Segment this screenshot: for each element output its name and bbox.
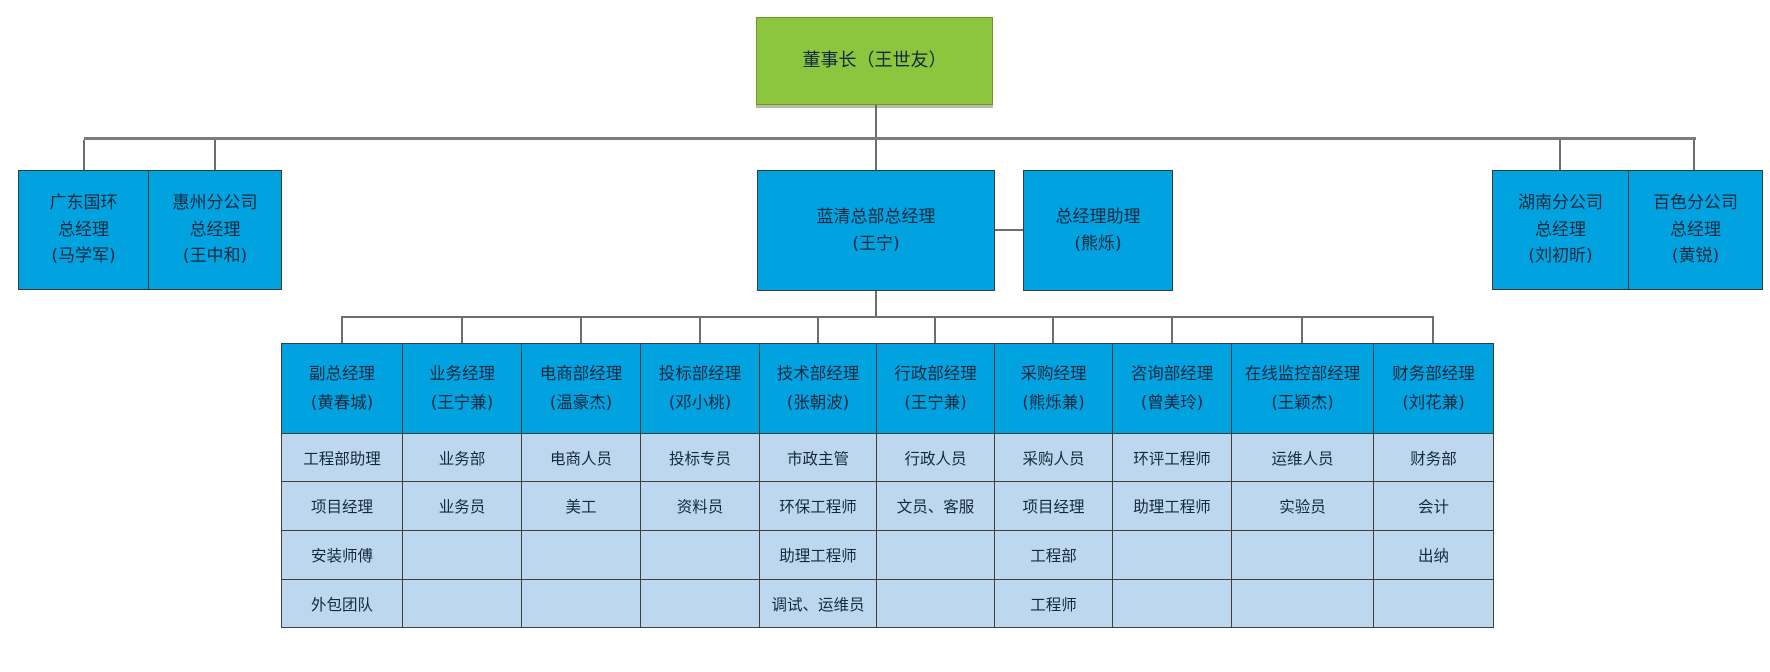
- connector-dept-rail: [341, 316, 1434, 318]
- department-header-box: 副总经理 (黄春城): [281, 343, 403, 434]
- staff-cell: 安装师傅: [281, 530, 403, 580]
- staff-cell: 业务部: [402, 433, 522, 482]
- staff-cell: 环评工程师: [1112, 433, 1232, 482]
- staff-cell: 运维人员: [1231, 433, 1374, 482]
- connector-drop-hunan: [1559, 140, 1561, 171]
- connector-dept-drop: [340, 317, 343, 344]
- staff-cell: [521, 530, 641, 580]
- department-header-box: 在线监控部经理 (王颖杰): [1231, 343, 1374, 434]
- staff-cell: 环保工程师: [759, 481, 877, 531]
- staff-cell: 工程部: [994, 530, 1113, 580]
- exec-box-guangdong-guohuan: 广东国环 总经理 (马学军): [18, 170, 149, 290]
- staff-cell: [402, 579, 522, 628]
- department-header-box: 采购经理 (熊烁兼): [994, 343, 1113, 434]
- staff-cell: 助理工程师: [1112, 481, 1232, 531]
- department-header-box: 财务部经理 (刘花兼): [1373, 343, 1494, 434]
- connector-chairman-stem: [875, 105, 877, 139]
- staff-cell: [640, 530, 760, 580]
- department-header-box: 电商部经理 (温豪杰): [521, 343, 641, 434]
- connector-dept-drop: [1432, 317, 1434, 344]
- connector-dept-drop: [816, 317, 819, 344]
- staff-cell: 文员、客服: [876, 481, 995, 531]
- connector-drop-baise: [1693, 140, 1695, 171]
- staff-cell: [1112, 530, 1232, 580]
- staff-cell: 调试、运维员: [759, 579, 877, 628]
- connector-level2-rail: [84, 137, 1696, 140]
- staff-cell: 业务员: [402, 481, 522, 531]
- connector-dept-drop: [934, 317, 936, 344]
- staff-cell: 工程师: [994, 579, 1113, 628]
- connector-dept-drop: [1301, 317, 1303, 344]
- staff-cell: [1373, 579, 1494, 628]
- staff-cell: 资料员: [640, 481, 760, 531]
- staff-cell: 投标专员: [640, 433, 760, 482]
- department-header-box: 业务经理 (王宁兼): [402, 343, 522, 434]
- connector-dept-drop: [1052, 317, 1054, 344]
- staff-cell: [1231, 530, 1374, 580]
- chairman-box: 董事长（王世友）: [756, 17, 993, 105]
- staff-cell: [1231, 579, 1374, 628]
- department-header-box: 投标部经理 (邓小桃): [640, 343, 760, 434]
- staff-cell: 工程部助理: [281, 433, 403, 482]
- staff-cell: 市政主管: [759, 433, 877, 482]
- department-header-box: 咨询部经理 (曾美玲): [1112, 343, 1232, 434]
- connector-dept-drop: [460, 317, 463, 344]
- exec-box-baise-branch: 百色分公司 总经理 (黄锐): [1628, 170, 1763, 290]
- exec-box-hunan-branch: 湖南分公司 总经理 (刘初昕): [1492, 170, 1629, 290]
- staff-cell: 项目经理: [994, 481, 1113, 531]
- exec-box-huizhou-branch: 惠州分公司 总经理 (王中和): [148, 170, 282, 290]
- connector-lanqing-stem: [875, 290, 877, 318]
- staff-cell: [1112, 579, 1232, 628]
- staff-cell: 采购人员: [994, 433, 1113, 482]
- staff-cell: [402, 530, 522, 580]
- staff-cell: [640, 579, 760, 628]
- staff-cell: [521, 579, 641, 628]
- staff-cell: 美工: [521, 481, 641, 531]
- staff-cell: 项目经理: [281, 481, 403, 531]
- department-header-box: 技术部经理 (张朝波): [759, 343, 877, 434]
- staff-cell: 实验员: [1231, 481, 1374, 531]
- connector-dept-drop: [698, 317, 701, 344]
- staff-cell: [876, 530, 995, 580]
- connector-drop-huizhou: [214, 140, 216, 171]
- exec-box-lanqing-hq: 蓝清总部总经理 (王宁): [757, 170, 995, 291]
- staff-cell: 出纳: [1373, 530, 1494, 580]
- staff-cell: [876, 579, 995, 628]
- connector-drop-lanqing: [875, 140, 877, 171]
- staff-cell: 财务部: [1373, 433, 1494, 482]
- staff-cell: 行政人员: [876, 433, 995, 482]
- connector-assistant-link: [995, 229, 1023, 231]
- department-header-box: 行政部经理 (王宁兼): [876, 343, 995, 434]
- connector-dept-drop: [1170, 317, 1173, 344]
- staff-cell: 助理工程师: [759, 530, 877, 580]
- connector-drop-guangdong: [83, 140, 85, 171]
- staff-cell: 电商人员: [521, 433, 641, 482]
- staff-cell: 外包团队: [281, 579, 403, 628]
- staff-cell: 会计: [1373, 481, 1494, 531]
- connector-dept-drop: [579, 317, 582, 344]
- exec-box-gm-assistant: 总经理助理 (熊烁): [1023, 170, 1173, 291]
